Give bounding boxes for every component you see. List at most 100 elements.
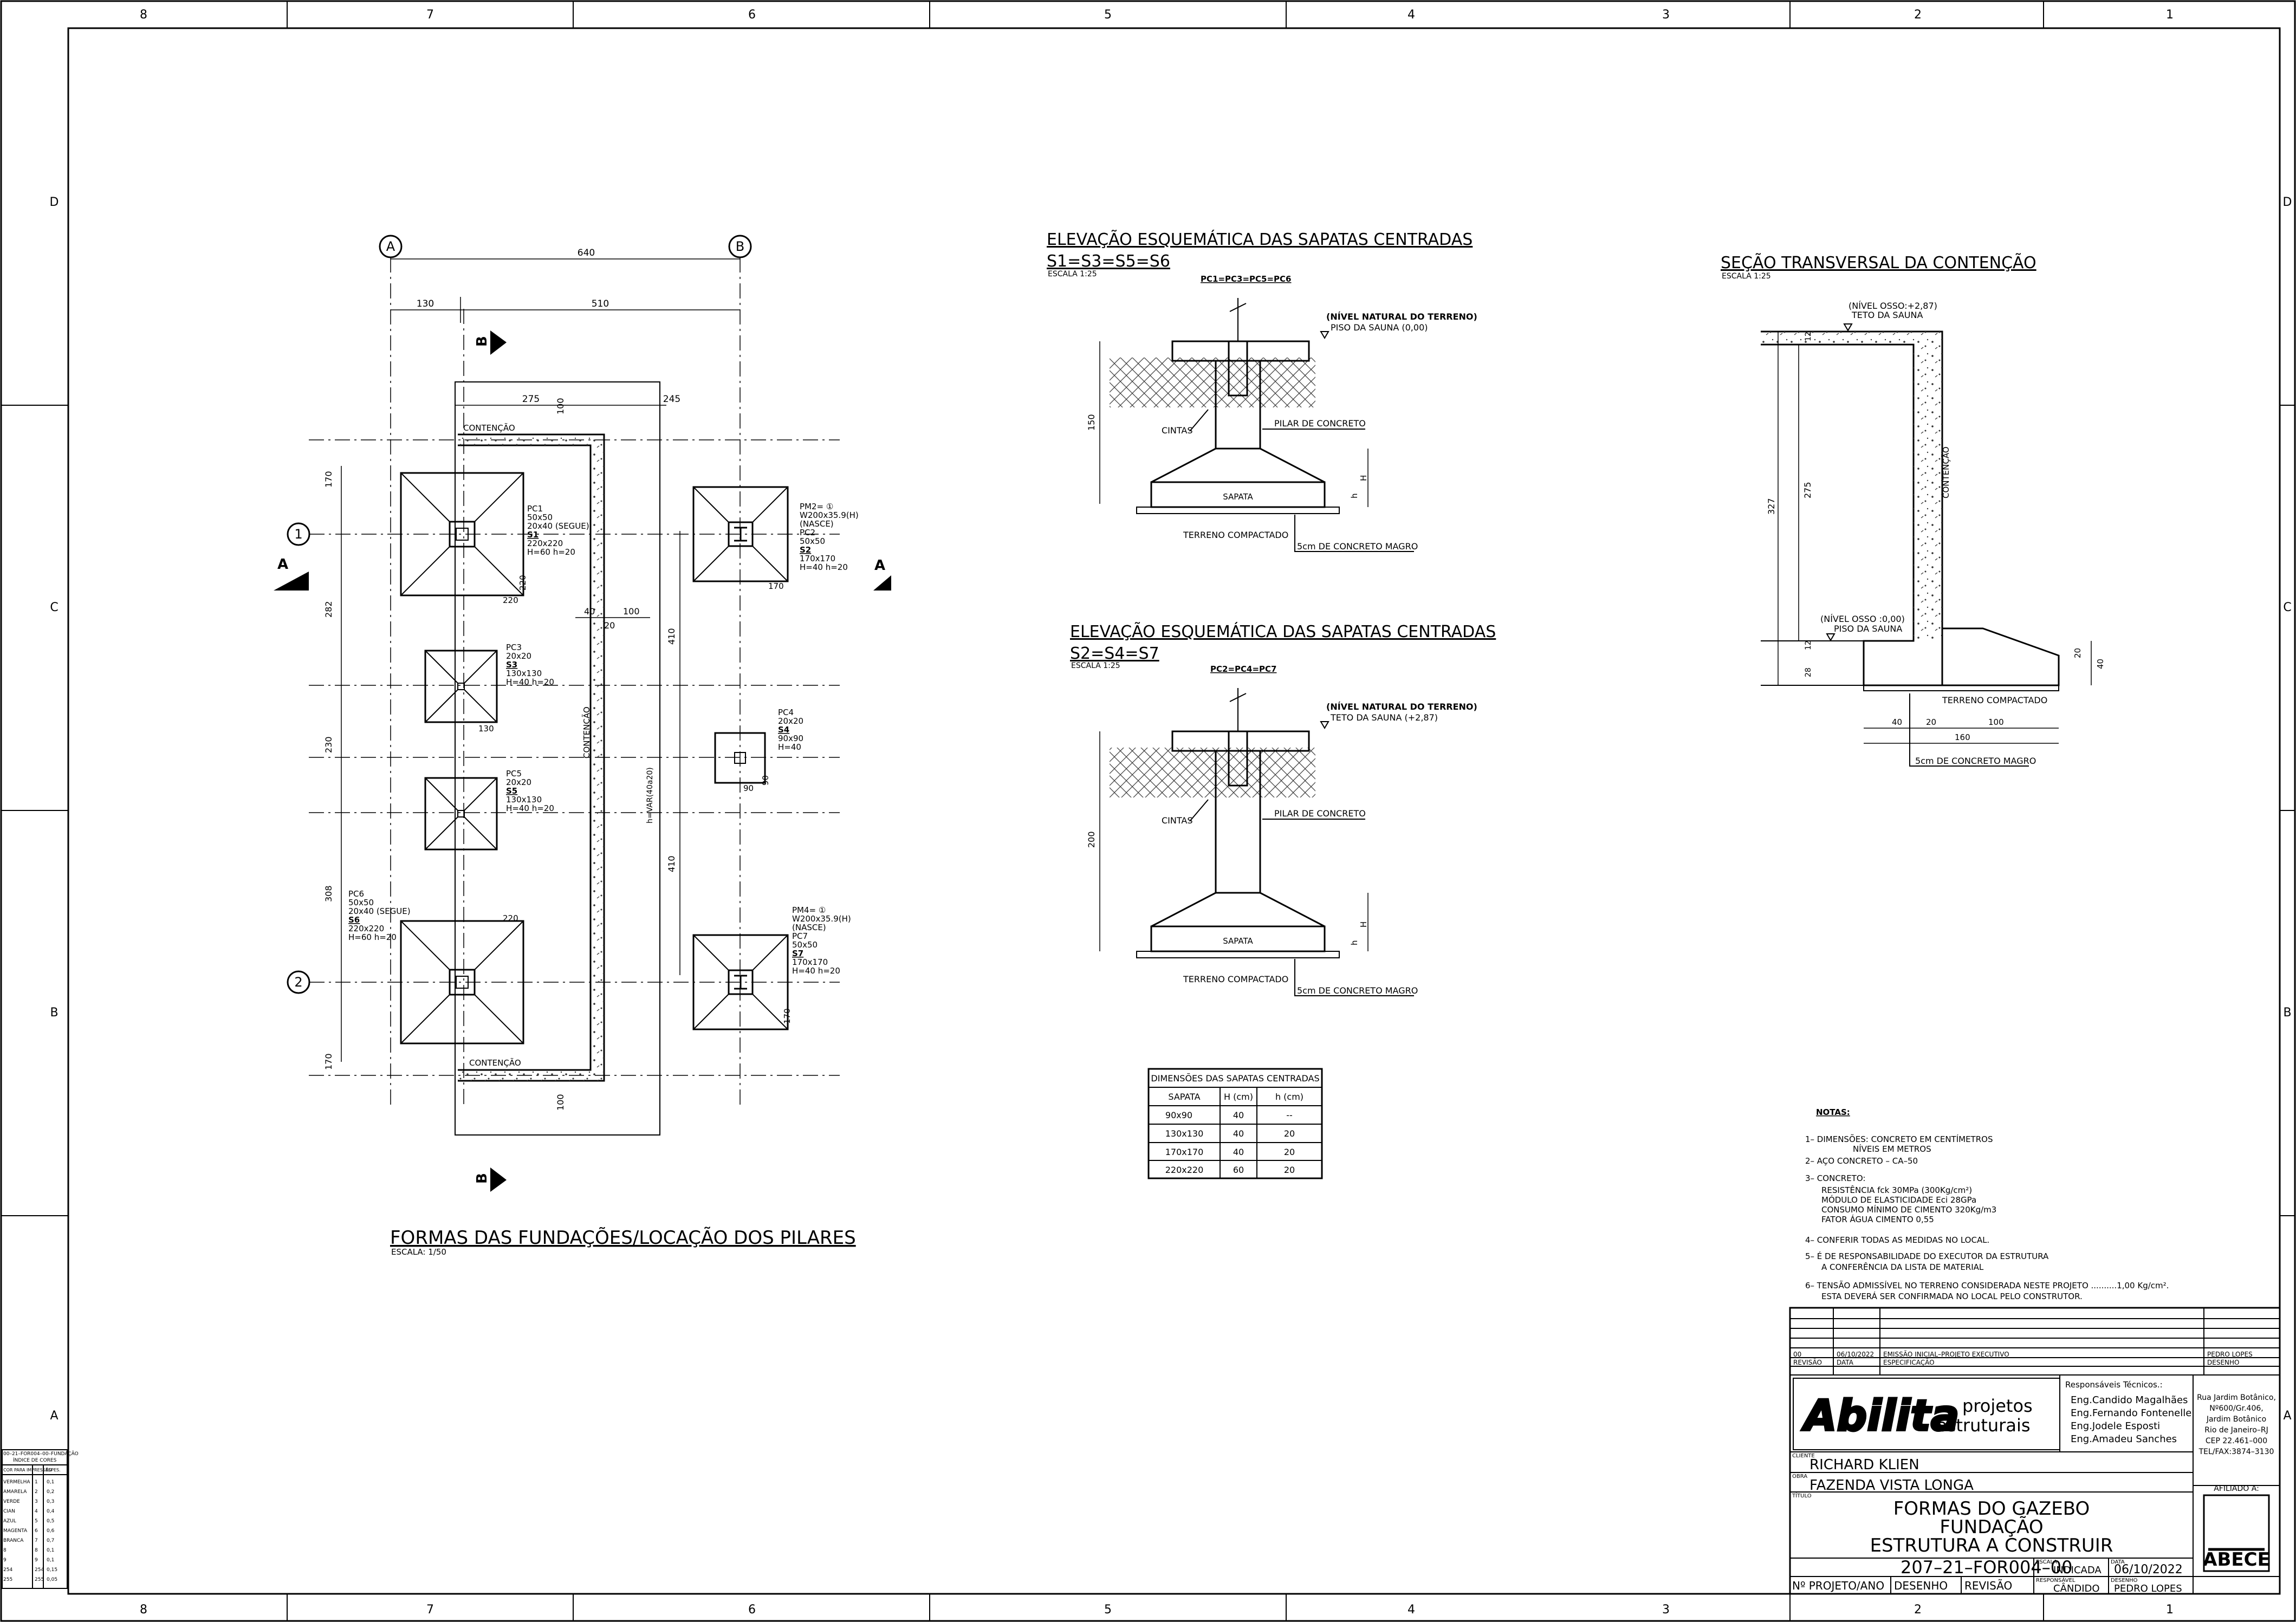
titulo-label: TÍTULO [1792, 1492, 1812, 1499]
legend-row: AMARELA [3, 1489, 27, 1495]
drawing-text: (NASCE) [800, 519, 834, 529]
dim-170b: 170 [323, 1053, 334, 1070]
row-label: D [50, 196, 59, 209]
elev1-sapata: SAPATA [1223, 492, 1253, 502]
elevation-1: ELEVAÇÃO ESQUEMÁTICA DAS SAPATAS CENTRAD… [1047, 230, 1477, 552]
row-label: D [2283, 196, 2292, 209]
section-dim-28: 28 [1804, 667, 1813, 677]
legend-col: COR PARA IMPRESSÃO [3, 1467, 52, 1472]
table-header: SAPATA [1168, 1092, 1200, 1102]
footer-desenho: DESENHO [1894, 1579, 1948, 1592]
resp-label: RESPONSÁVEL [2036, 1576, 2076, 1584]
legend-row: 8 [3, 1548, 7, 1553]
dim-130-s3: 130 [478, 724, 494, 734]
elev1-dim-150: 150 [1086, 414, 1097, 431]
drawing-text: 50x50 [792, 940, 818, 950]
col-label: 2 [1914, 8, 1922, 22]
logo-wordmark: Abilita [1801, 1392, 1959, 1441]
note-line: 5– É DE RESPONSABILIDADE DO EXECUTOR DA … [1805, 1251, 2049, 1261]
col-label: 4 [1408, 8, 1415, 22]
drawing-text: 0,6 [47, 1528, 55, 1534]
resp-name: Eng.Amadeu Sanches [2071, 1433, 2177, 1445]
drawing-text: 1 [35, 1480, 38, 1485]
dim-220-s6: 220 [503, 913, 518, 923]
elev1-pillars: PC1=PC3=PC5=PC6 [1201, 274, 1291, 284]
contencao-bottom: CONTENÇÃO [469, 1057, 521, 1068]
drawing-text: S1 [527, 530, 539, 540]
elev2-terreno: TERRENO COMPACTADO [1183, 974, 1288, 984]
drawing-text: 6 [35, 1528, 38, 1534]
axis-2-label: 2 [294, 975, 302, 990]
section-teto: TETO DA SAUNA [1851, 310, 1923, 320]
drawing-text: W200x35.9(H) [800, 510, 859, 520]
pc4-label: PC4 20x20 S4 90x90 H=40 [778, 708, 803, 752]
elev2-piso: TETO DA SAUNA (+2,87) [1330, 712, 1438, 723]
h-espec: ESPECIFICAÇÃO [1883, 1358, 1935, 1366]
section-dim-275: 275 [1802, 482, 1813, 498]
drawing-text: 7 [35, 1538, 38, 1543]
drawing-text: (NASCE) [792, 923, 826, 932]
note-line: 6– TENSÃO ADMISSÍVEL NO TERRENO CONSIDER… [1805, 1280, 2169, 1290]
dim-100-top: 100 [555, 398, 566, 414]
drawing-text: 0,05 [47, 1577, 57, 1582]
drawing-text: 0,1 [47, 1480, 54, 1485]
address: Nº600/Gr.406, [2209, 1404, 2263, 1413]
table-cell: -- [1286, 1110, 1293, 1120]
note-line: 4– CONFERIR TODAS AS MEDIDAS NO LOCAL. [1805, 1235, 1989, 1245]
drawing-text: H=40 [778, 742, 801, 752]
drawing-text: 254 [35, 1567, 44, 1573]
address: Jardim Botânico [2206, 1415, 2266, 1424]
elev2-dim-200: 200 [1086, 831, 1097, 848]
section-scale: ESCALA 1:25 [1722, 272, 1771, 281]
section-nivel-top: (NÍVEL OSSO:+2,87) [1849, 301, 1937, 311]
dim-100: 100 [623, 606, 640, 617]
drawing-text: 3 [35, 1499, 38, 1504]
drawing-text: PC3 [506, 643, 522, 652]
row-label: C [2283, 601, 2291, 614]
section-dim-40: 40 [2096, 659, 2105, 669]
table-cell: 90x90 [1165, 1110, 1192, 1120]
footing-s6: 220 [400, 913, 524, 1044]
elev1-magro: 5cm DE CONCRETO MAGRO [1297, 541, 1418, 552]
drawing-text: 4 [35, 1509, 38, 1514]
elev2-sub: S2=S4=S7 [1070, 644, 1159, 663]
note-line: A CONFERÊNCIA DA LISTA DE MATERIAL [1821, 1262, 1984, 1272]
cut-marker-a-left: A [274, 556, 309, 591]
dim-410a: 410 [666, 628, 677, 645]
resp-title: Responsáveis Técnicos.: [2065, 1380, 2163, 1390]
drawing-text: 2 [35, 1489, 38, 1495]
drawing-text: 50x50 [348, 898, 374, 907]
section-title: SEÇÃO TRANSVERSAL DA CONTENÇÃO [1721, 253, 2036, 273]
section-dim-12a: 12 [1804, 332, 1813, 341]
elev2-scale: ESCALA 1:25 [1071, 661, 1120, 670]
table-cell: 220x220 [1165, 1165, 1204, 1175]
table-cell: 130x130 [1165, 1128, 1204, 1139]
elev1-nivel: (NÍVEL NATURAL DO TERRENO) [1326, 312, 1477, 322]
h-desenho: DESENHO [2207, 1359, 2239, 1366]
cut-marker-a-right: A [873, 557, 891, 591]
pc3-label: PC3 20x20 S3 130x130 H=40 h=20 [506, 643, 554, 687]
resp-name-val: CÂNDIDO [2053, 1582, 2100, 1594]
drawing-text: H=40 h=20 [800, 562, 848, 572]
legend-row: CIAN [3, 1509, 15, 1514]
dim-275: 275 [522, 394, 540, 405]
elev1-title: ELEVAÇÃO ESQUEMÁTICA DAS SAPATAS CENTRAD… [1047, 230, 1473, 249]
table-cell: 20 [1284, 1128, 1295, 1139]
drawing-text: 0,1 [47, 1548, 54, 1553]
col-label: 4 [1408, 1603, 1415, 1617]
legend-row: AZUL [3, 1519, 16, 1524]
dim-640: 640 [578, 248, 595, 258]
elev2-cintas: CINTAS [1162, 815, 1193, 826]
col-label: 7 [426, 8, 434, 22]
address: Rio de Janeiro–RJ [2204, 1426, 2268, 1435]
drawing-text: S5 [506, 786, 517, 796]
dim-308: 308 [323, 885, 334, 902]
titulo-line: FORMAS DO GAZEBO [1893, 1498, 2090, 1520]
titulo-line: FUNDAÇÃO [1940, 1516, 2043, 1538]
note-line: ESTA DEVERÁ SER CONFIRMADA NO LOCAL PELO… [1821, 1291, 2083, 1301]
drawing-text: 90x90 [778, 734, 803, 743]
drawing-text: H=40 h=20 [506, 803, 554, 813]
legend-head: 00–21–FOR004–00–FUNDAÇÃO [3, 1451, 79, 1457]
